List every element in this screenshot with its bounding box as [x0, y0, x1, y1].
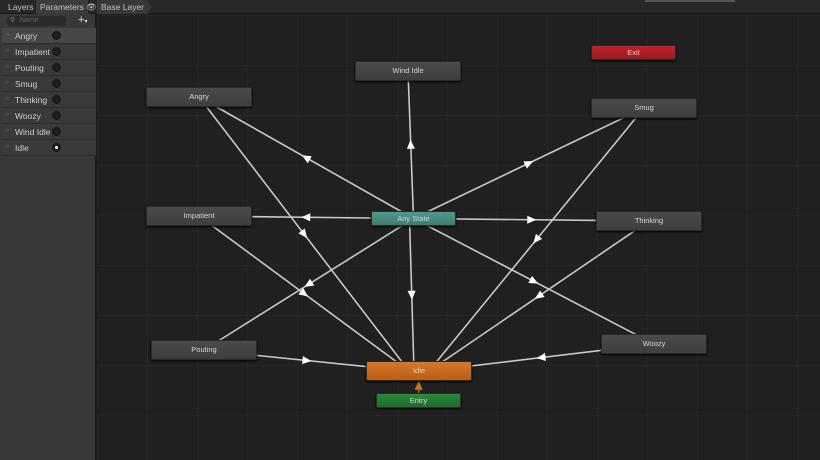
state-node-any[interactable]: Any State: [371, 211, 456, 226]
parameter-name: Impatient: [15, 47, 50, 57]
parameter-row[interactable]: ═ Angry: [2, 28, 96, 44]
search-placeholder: Name: [20, 17, 39, 24]
state-node-idle[interactable]: Idle: [366, 361, 472, 381]
transition-arrow-icon: [533, 233, 543, 244]
trigger-toggle[interactable]: [52, 127, 61, 136]
parameter-name: Thinking: [15, 95, 48, 105]
trigger-toggle[interactable]: [52, 31, 61, 40]
transition-arrow-icon: [298, 228, 308, 238]
drag-handle-icon[interactable]: ═: [5, 80, 10, 86]
parameter-name: Woozy: [15, 111, 41, 121]
transition-arrow-icon: [298, 287, 309, 297]
trigger-toggle[interactable]: [52, 143, 61, 152]
parameter-name: Smug: [15, 79, 38, 89]
state-node-thinking[interactable]: Thinking: [596, 211, 702, 231]
transition-arrow-icon: [407, 290, 416, 300]
state-node-exit[interactable]: Exit: [591, 45, 676, 60]
tab-parameters[interactable]: Parameters: [35, 0, 89, 14]
add-parameter-button[interactable]: +▾: [78, 14, 88, 26]
parameter-name: Idle: [15, 143, 29, 153]
state-node-smug[interactable]: Smug: [591, 98, 697, 118]
drag-handle-icon[interactable]: ═: [5, 112, 10, 118]
transition-arrow-icon: [527, 215, 537, 224]
trigger-toggle[interactable]: [52, 63, 61, 72]
state-node-pouting[interactable]: Pouting: [151, 340, 257, 360]
state-node-woozy[interactable]: Woozy: [601, 334, 707, 354]
trigger-toggle[interactable]: [52, 79, 61, 88]
transition-arrow-icon: [406, 139, 415, 149]
transition-arrow-icon: [536, 353, 546, 361]
state-node-impatient[interactable]: Impatient: [146, 206, 252, 226]
transition-arrow-icon: [301, 155, 312, 164]
breadcrumb[interactable]: Base Layer: [97, 0, 152, 14]
transition-arrow-icon: [528, 275, 539, 284]
eye-icon[interactable]: 👁: [86, 2, 97, 12]
state-node-windidle[interactable]: Wind Idle: [355, 61, 461, 81]
drag-handle-icon[interactable]: ═: [5, 144, 10, 150]
parameter-name: Angry: [15, 31, 38, 41]
trigger-toggle[interactable]: [52, 95, 61, 104]
parameters-panel: ⚲ Name +▾ ═ Angry ═ Impatient ═ Pouting ═ Smug ═ T…: [0, 14, 97, 460]
drag-handle-icon[interactable]: ═: [5, 32, 10, 38]
transition-arrow-icon: [301, 213, 311, 222]
transition-arrow-icon: [302, 356, 312, 365]
drag-handle-icon[interactable]: ═: [5, 96, 10, 102]
trigger-toggle[interactable]: [52, 47, 61, 56]
transition-arrow-icon: [304, 278, 315, 287]
scroll-indicator: [645, 0, 735, 2]
parameter-name: Wind Idle: [15, 127, 51, 137]
parameter-row[interactable]: ═ Wind Idle: [2, 124, 96, 140]
parameter-row[interactable]: ═ Idle: [2, 140, 96, 156]
search-input[interactable]: ⚲ Name: [7, 16, 66, 26]
parameter-row[interactable]: ═ Woozy: [2, 108, 96, 124]
search-icon: ⚲: [10, 17, 16, 24]
drag-handle-icon[interactable]: ═: [5, 64, 10, 70]
trigger-toggle[interactable]: [52, 111, 61, 120]
drag-handle-icon[interactable]: ═: [5, 48, 10, 54]
tab-layers[interactable]: Layers: [8, 2, 34, 12]
parameter-row[interactable]: ═ Smug: [2, 76, 96, 92]
toolbar: Layers Parameters 👁 Base Layer: [0, 0, 820, 14]
drag-handle-icon[interactable]: ═: [5, 128, 10, 134]
state-node-entry[interactable]: Entry: [376, 393, 461, 408]
state-node-angry[interactable]: Angry: [146, 87, 252, 107]
parameter-row[interactable]: ═ Thinking: [2, 92, 96, 108]
parameter-row[interactable]: ═ Pouting: [2, 60, 96, 76]
transition-arrow-icon: [523, 161, 534, 169]
parameter-row[interactable]: ═ Impatient: [2, 44, 96, 60]
parameter-name: Pouting: [15, 63, 44, 73]
transition-arrow-icon: [414, 380, 423, 390]
transition-arrow-icon: [534, 290, 545, 299]
